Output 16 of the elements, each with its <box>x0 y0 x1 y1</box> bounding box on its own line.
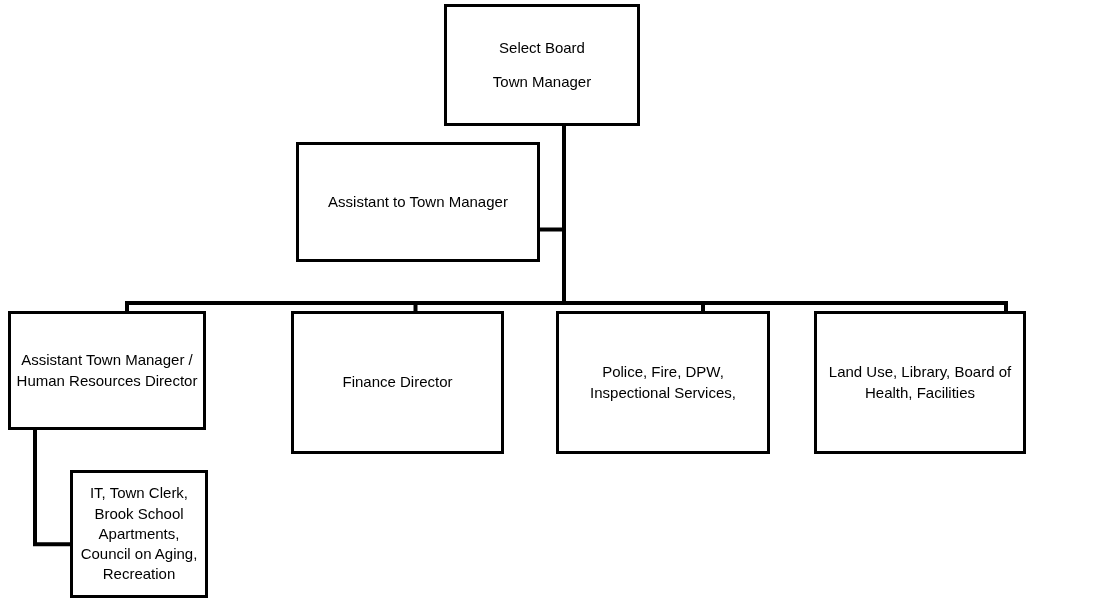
org-box <box>296 142 540 262</box>
role-label: Assistant Town Manager / Human Resources Director <box>15 350 199 391</box>
role-label: Town Manager <box>492 72 592 92</box>
role-label: Finance Director <box>342 372 453 393</box>
role-label: Land Use, Library, Board of Health, Facilities <box>827 362 1013 403</box>
role-label: Police, Fire, DPW, Inspectional Services, <box>589 362 737 403</box>
org-box <box>556 311 770 454</box>
role-label: Assistant to Town Manager <box>328 191 508 212</box>
org-box <box>291 311 504 454</box>
org-box <box>8 311 206 430</box>
org-box <box>814 311 1026 454</box>
org-box <box>70 470 208 598</box>
role-label: Select Board <box>499 37 585 58</box>
org-box <box>444 4 640 126</box>
connector-line <box>33 430 70 547</box>
role-label: IT, Town Clerk, Brook School Apartments, Council on Aging, Recreation <box>79 483 199 585</box>
